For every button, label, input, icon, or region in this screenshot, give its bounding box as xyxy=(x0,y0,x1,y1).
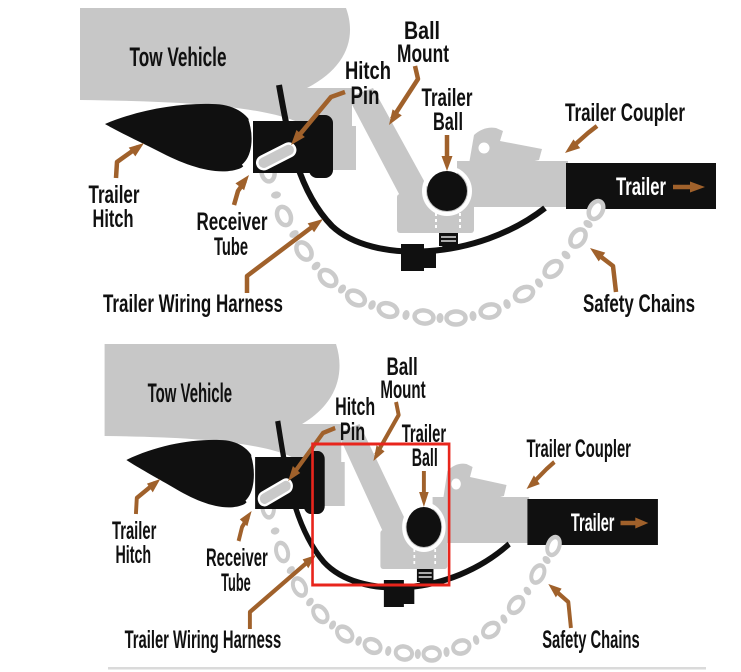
highlight-box-ball-mount xyxy=(311,442,451,587)
panel-top xyxy=(80,8,716,325)
video-progress-artifact-line xyxy=(108,667,706,670)
panel-bottom xyxy=(105,344,706,670)
